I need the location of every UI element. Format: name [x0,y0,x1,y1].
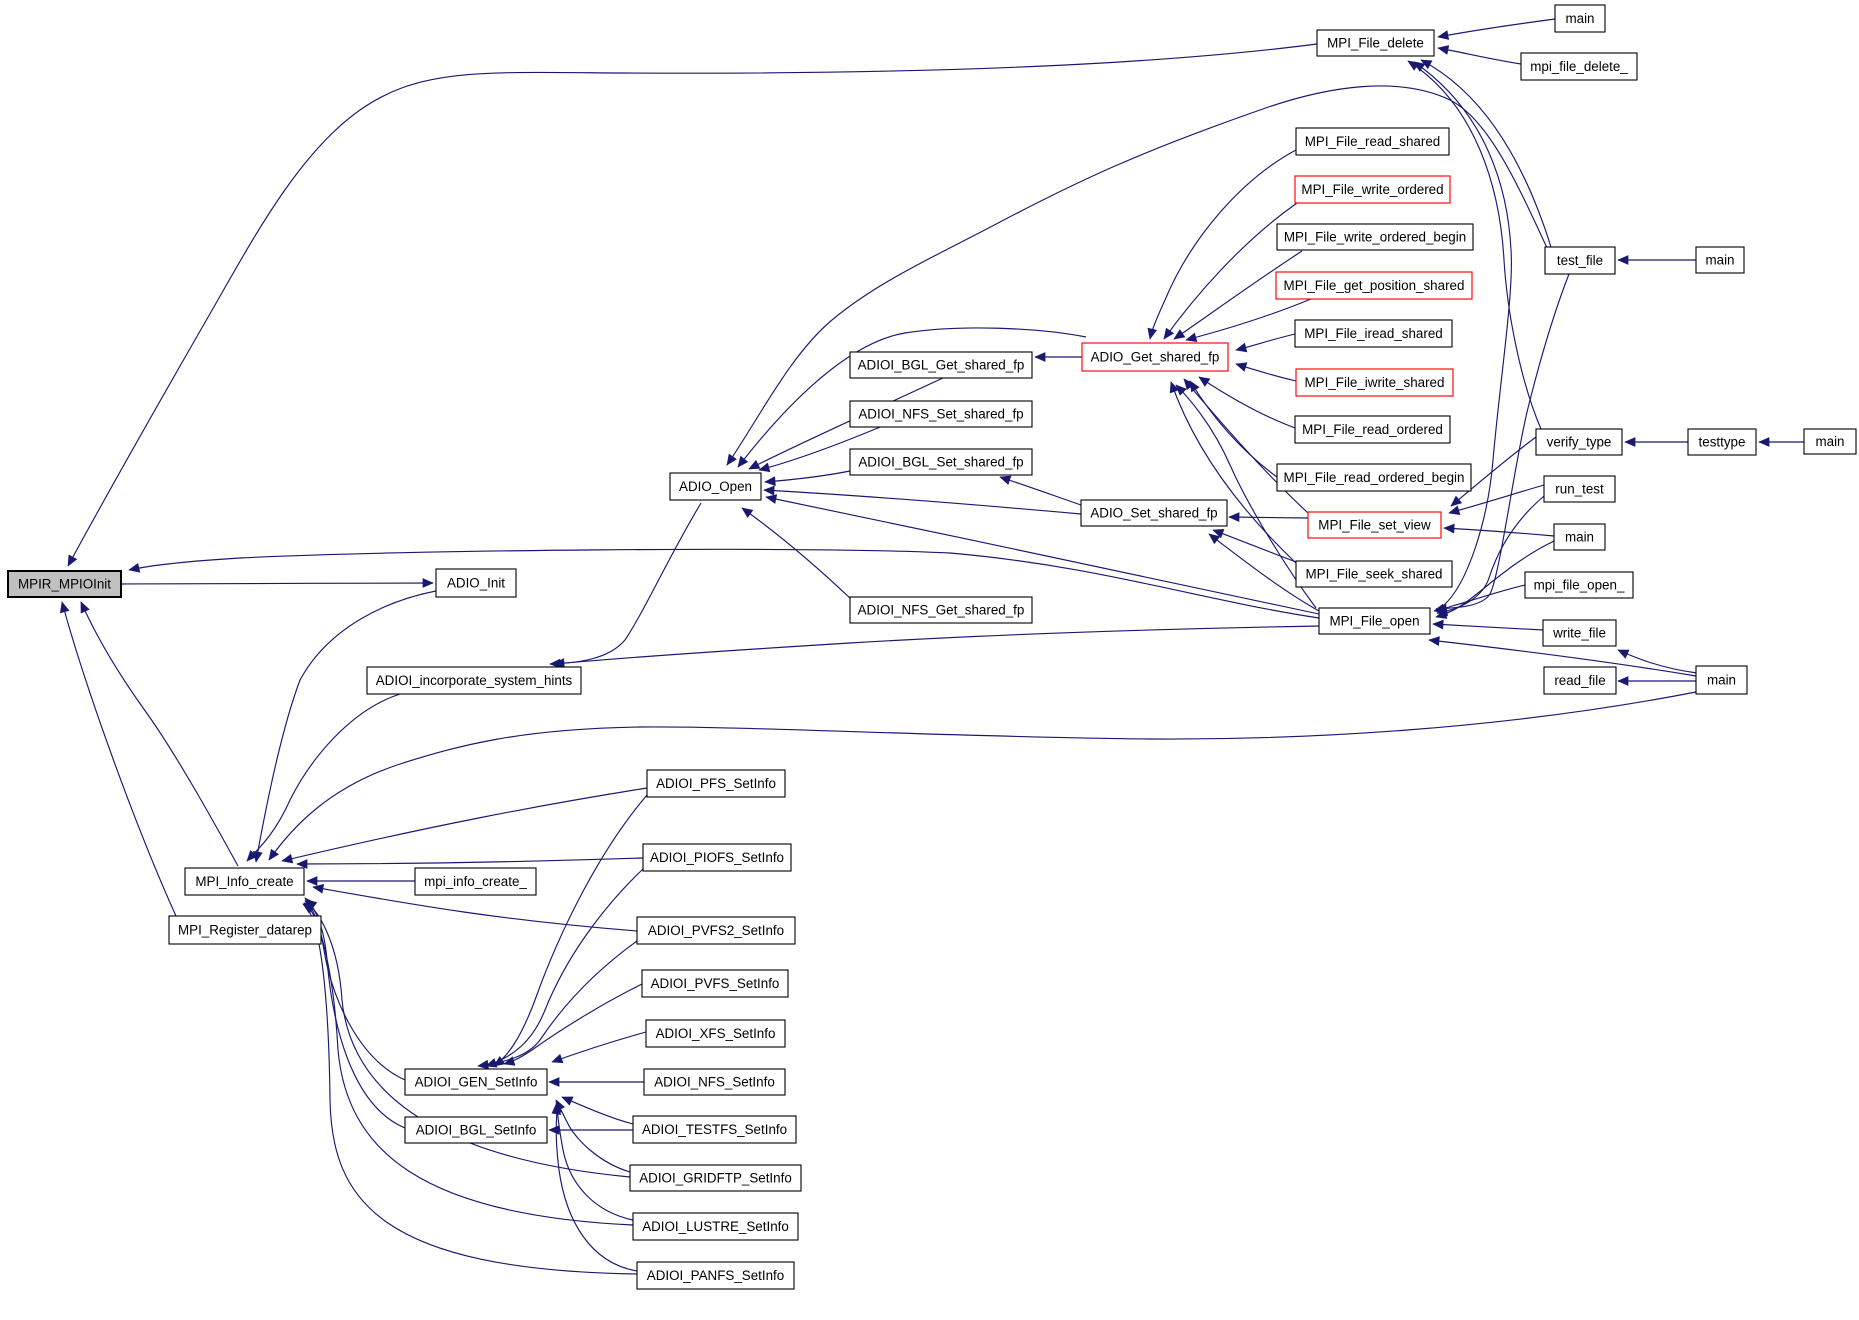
svg-text:verify_type: verify_type [1547,435,1612,450]
svg-text:ADIOI_PFS_SetInfo: ADIOI_PFS_SetInfo [656,776,776,791]
svg-text:ADIOI_PANFS_SetInfo: ADIOI_PANFS_SetInfo [647,1268,784,1283]
svg-text:main: main [1815,434,1844,449]
svg-text:write_file: write_file [1552,626,1606,641]
svg-text:ADIO_Set_shared_fp: ADIO_Set_shared_fp [1090,506,1217,521]
svg-text:main: main [1565,11,1594,26]
svg-text:MPI_File_read_ordered_begin: MPI_File_read_ordered_begin [1284,470,1465,485]
svg-text:main: main [1707,673,1736,688]
svg-text:MPI_File_write_ordered: MPI_File_write_ordered [1301,182,1443,197]
svg-text:MPI_File_write_ordered_begin: MPI_File_write_ordered_begin [1284,230,1466,245]
svg-text:ADIOI_XFS_SetInfo: ADIOI_XFS_SetInfo [656,1026,776,1041]
svg-text:MPI_File_set_view: MPI_File_set_view [1318,518,1431,533]
svg-text:ADIOI_GEN_SetInfo: ADIOI_GEN_SetInfo [415,1075,538,1090]
svg-text:MPI_File_open: MPI_File_open [1329,614,1419,629]
svg-text:ADIOI_BGL_Set_shared_fp: ADIOI_BGL_Set_shared_fp [858,455,1023,470]
svg-text:ADIOI_BGL_SetInfo: ADIOI_BGL_SetInfo [416,1123,537,1138]
svg-text:ADIOI_NFS_Get_shared_fp: ADIOI_NFS_Get_shared_fp [858,603,1025,618]
svg-text:ADIOI_GRIDFTP_SetInfo: ADIOI_GRIDFTP_SetInfo [639,1171,792,1186]
svg-text:main: main [1705,253,1734,268]
svg-text:ADIO_Init: ADIO_Init [447,576,505,591]
svg-text:test_file: test_file [1557,253,1603,268]
svg-text:ADIOI_BGL_Get_shared_fp: ADIOI_BGL_Get_shared_fp [858,358,1025,373]
svg-text:MPI_File_seek_shared: MPI_File_seek_shared [1306,567,1443,582]
svg-text:ADIO_Get_shared_fp: ADIO_Get_shared_fp [1091,350,1220,365]
svg-text:ADIOI_PIOFS_SetInfo: ADIOI_PIOFS_SetInfo [650,850,784,865]
svg-text:MPI_File_read_shared: MPI_File_read_shared [1305,134,1440,149]
svg-text:mpi_file_open_: mpi_file_open_ [1534,578,1625,593]
svg-text:run_test: run_test [1555,482,1604,497]
svg-text:main: main [1565,530,1594,545]
svg-text:MPI_File_get_position_shared: MPI_File_get_position_shared [1284,278,1465,293]
svg-text:MPIR_MPIOInit: MPIR_MPIOInit [18,577,111,592]
svg-text:ADIOI_LUSTRE_SetInfo: ADIOI_LUSTRE_SetInfo [642,1219,789,1234]
svg-text:ADIOI_NFS_Set_shared_fp: ADIOI_NFS_Set_shared_fp [858,407,1023,422]
svg-text:ADIOI_incorporate_system_hints: ADIOI_incorporate_system_hints [376,673,573,688]
svg-text:MPI_File_iwrite_shared: MPI_File_iwrite_shared [1305,375,1445,390]
svg-text:ADIOI_NFS_SetInfo: ADIOI_NFS_SetInfo [654,1075,775,1090]
svg-text:MPI_File_iread_shared: MPI_File_iread_shared [1304,326,1442,341]
svg-text:MPI_Info_create: MPI_Info_create [195,874,293,889]
svg-text:ADIO_Open: ADIO_Open [679,479,752,494]
svg-text:mpi_file_delete_: mpi_file_delete_ [1530,59,1628,74]
svg-text:MPI_File_read_ordered: MPI_File_read_ordered [1302,422,1443,437]
svg-text:mpi_info_create_: mpi_info_create_ [424,874,527,889]
svg-text:ADIOI_TESTFS_SetInfo: ADIOI_TESTFS_SetInfo [642,1122,787,1137]
svg-text:ADIOI_PVFS2_SetInfo: ADIOI_PVFS2_SetInfo [648,923,784,938]
svg-text:read_file: read_file [1554,673,1605,688]
svg-text:MPI_Register_datarep: MPI_Register_datarep [178,923,312,938]
svg-text:testtype: testtype [1699,435,1746,450]
svg-text:MPI_File_delete: MPI_File_delete [1327,36,1424,51]
svg-text:ADIOI_PVFS_SetInfo: ADIOI_PVFS_SetInfo [651,976,780,991]
